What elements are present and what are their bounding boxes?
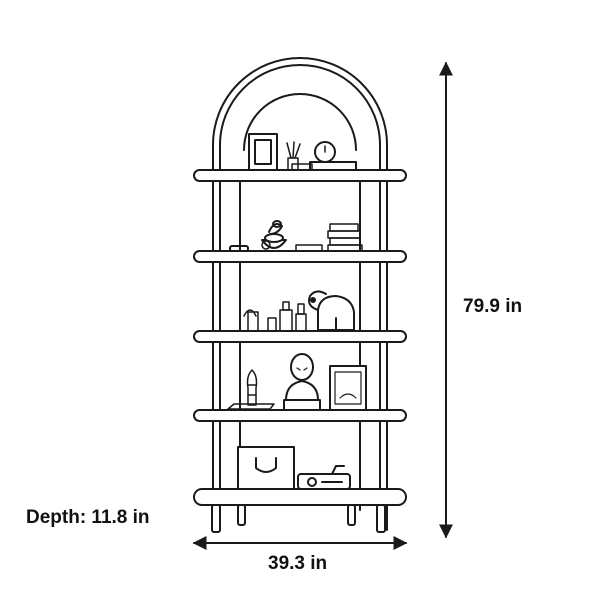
bowl-stack (229, 220, 287, 252)
book-stack-shelf-2 (295, 223, 363, 252)
depth-dimension-label: Depth: 11.8 in (26, 507, 150, 528)
left-posts (212, 174, 241, 531)
shelf-2 (193, 250, 407, 263)
picture-frame (248, 133, 278, 171)
arch-outer-frame (212, 57, 388, 176)
tray-shelf-4 (227, 403, 275, 410)
width-dimension-label: 39.3 in (268, 553, 328, 574)
right-posts (359, 174, 388, 531)
shelf-1 (193, 169, 407, 182)
shopping-bag (237, 446, 295, 490)
small-vase (246, 369, 258, 406)
arch-inner-frame (219, 64, 381, 176)
shelf-1-books (291, 163, 313, 171)
shelf-5 (193, 488, 407, 506)
arch-inner-ring (243, 93, 357, 151)
shelf-4 (193, 409, 407, 422)
reed-diffuser (286, 141, 301, 171)
photo-frame-shelf-4 (329, 365, 367, 411)
dog-figurine (308, 290, 355, 331)
desk-clock (309, 141, 357, 171)
bust-sculpture (283, 353, 321, 411)
radio (297, 465, 351, 490)
shelves (193, 169, 407, 506)
bottle-group (243, 301, 307, 332)
shelf-3 (193, 330, 407, 343)
height-dimension-label: 79.9 in (463, 296, 523, 317)
